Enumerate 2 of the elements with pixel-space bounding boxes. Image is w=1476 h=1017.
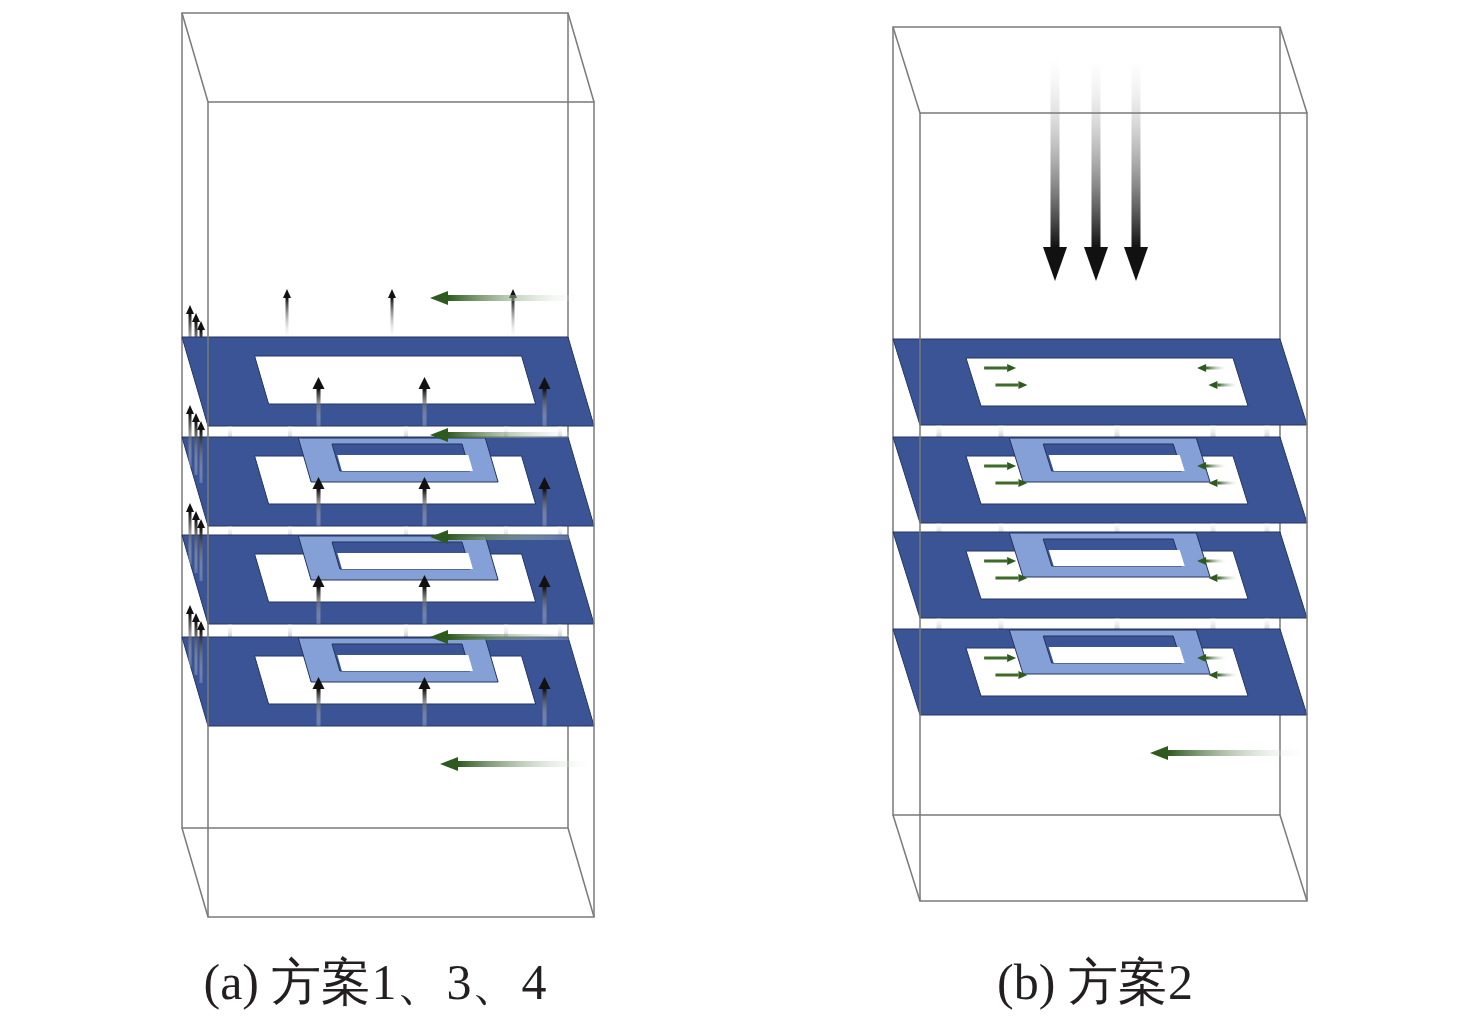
caption: (a) 方案1、3、4: [203, 953, 547, 1012]
caption: (b) 方案2: [997, 953, 1193, 1012]
